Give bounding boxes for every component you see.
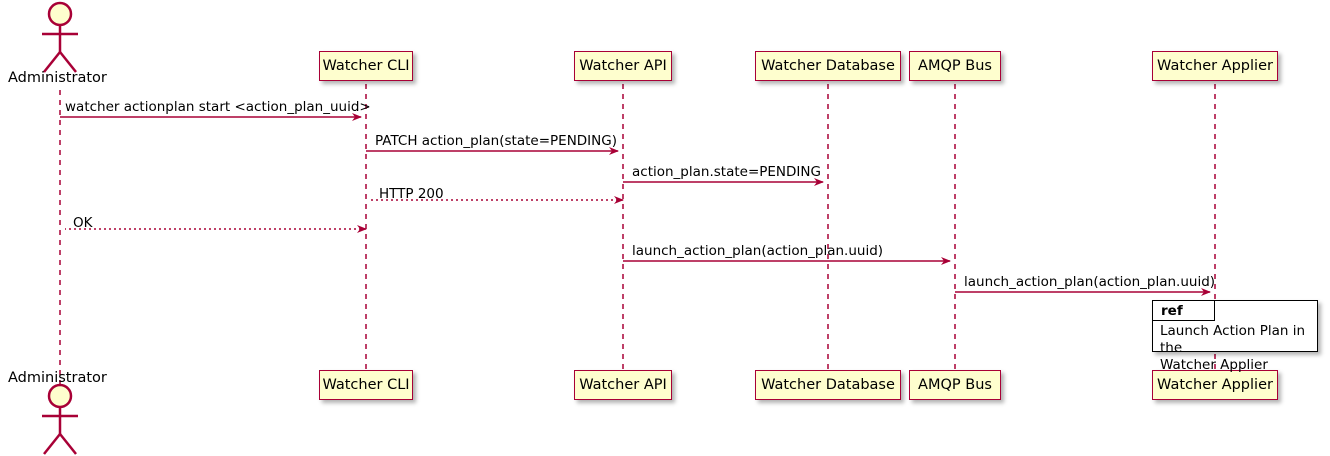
participant-box-watcher-database-bottom[interactable]: Watcher Database <box>755 370 901 400</box>
participant-box-watcher-api-bottom[interactable]: Watcher API <box>574 370 672 400</box>
participant-box-watcher-applier-top[interactable]: Watcher Applier <box>1152 51 1278 81</box>
message-label-2: PATCH action_plan(state=PENDING) <box>375 133 617 149</box>
participant-box-amqp-bus-bottom[interactable]: AMQP Bus <box>909 370 1001 400</box>
ref-fragment-keyword-tab: ref <box>1153 301 1215 321</box>
message-label-3: action_plan.state=PENDING <box>632 164 821 180</box>
message-label-5: OK <box>73 215 93 231</box>
ref-fragment-text: Launch Action Plan in the Watcher Applie… <box>1160 323 1320 374</box>
participant-box-watcher-cli-bottom[interactable]: Watcher CLI <box>319 370 413 400</box>
message-label-4: HTTP 200 <box>379 186 444 202</box>
ref-fragment[interactable]: ref Launch Action Plan in the Watcher Ap… <box>1152 300 1318 373</box>
participant-box-amqp-bus-top[interactable]: AMQP Bus <box>909 51 1001 81</box>
actor-administrator-bottom <box>42 383 78 455</box>
actor-administrator-top <box>42 1 78 73</box>
ref-fragment-text-line2: Watcher Applier <box>1160 356 1268 373</box>
participant-box-watcher-applier-bottom[interactable]: Watcher Applier <box>1152 370 1278 400</box>
participant-box-watcher-api-top[interactable]: Watcher API <box>574 51 672 81</box>
ref-fragment-keyword: ref <box>1161 302 1183 319</box>
message-label-1: watcher actionplan start <action_plan_uu… <box>65 99 371 115</box>
ref-fragment-text-line1: Launch Action Plan in the <box>1160 323 1306 356</box>
actor-label-administrator-bottom: Administrator <box>8 370 107 386</box>
message-label-7: launch_action_plan(action_plan.uuid) <box>964 274 1216 290</box>
actor-label-administrator-top: Administrator <box>8 70 107 86</box>
message-label-6: launch_action_plan(action_plan.uuid) <box>632 243 884 259</box>
lifelines <box>59 84 1216 390</box>
message-arrows <box>60 113 1211 296</box>
participant-box-watcher-database-top[interactable]: Watcher Database <box>755 51 901 81</box>
participant-box-watcher-cli-top[interactable]: Watcher CLI <box>319 51 413 81</box>
